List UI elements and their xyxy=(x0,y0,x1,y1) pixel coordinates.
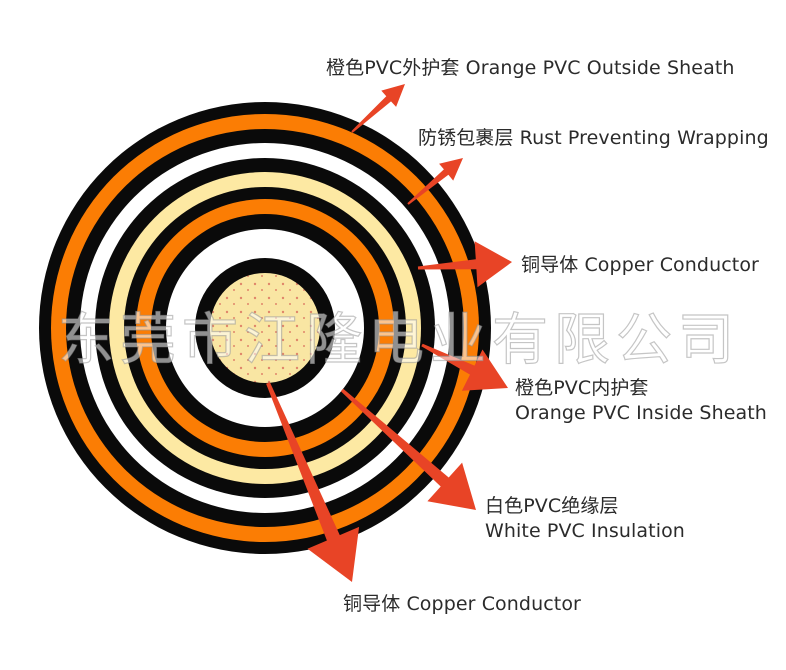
label-copper-conductor-bottom: 铜导体 Copper Conductor xyxy=(343,593,581,615)
label-inner-sheath-en: Orange PVC Inside Sheath xyxy=(515,402,767,424)
label-insulation-cn: 白色PVC绝缘层 xyxy=(485,495,619,517)
arrow-copper-bottom xyxy=(266,382,360,582)
label-copper-conductor-right: 铜导体 Copper Conductor xyxy=(521,254,759,276)
arrow-outer-sheath xyxy=(351,84,405,133)
pointer-arrows xyxy=(266,84,512,582)
label-inner-sheath-cn: 橙色PVC内护套 xyxy=(515,377,649,399)
arrow-inner-sheath xyxy=(421,343,508,391)
label-rust-wrapping: 防锈包裹层 Rust Preventing Wrapping xyxy=(418,127,769,149)
label-insulation-en: White PVC Insulation xyxy=(485,520,685,542)
arrow-rust-wrapping xyxy=(407,158,463,205)
copper-core xyxy=(210,273,320,383)
cable-rings xyxy=(39,102,491,554)
arrow-copper-right xyxy=(417,241,512,288)
arrow-insulation xyxy=(340,388,476,510)
label-outer-sheath: 橙色PVC外护套 Orange PVC Outside Sheath xyxy=(326,57,735,79)
